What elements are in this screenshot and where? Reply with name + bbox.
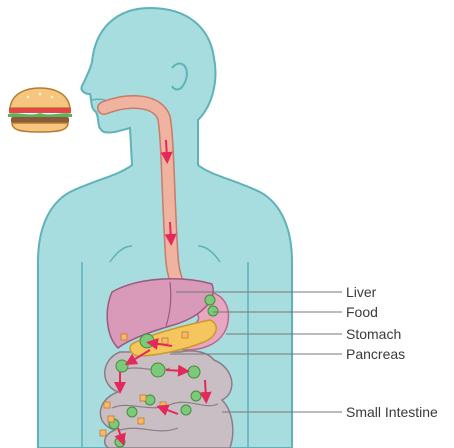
label-pancreas: Pancreas <box>346 346 405 362</box>
label-stomach: Stomach <box>346 326 401 342</box>
burger-icon <box>8 88 72 132</box>
label-liver: Liver <box>346 284 377 300</box>
label-small-intestine: Small Intestine <box>346 404 438 420</box>
label-food: Food <box>346 304 378 320</box>
